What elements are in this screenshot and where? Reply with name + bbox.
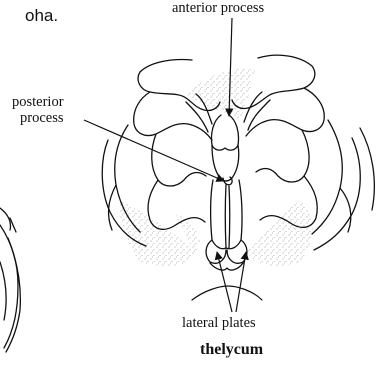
lateral-arrow-left xyxy=(217,252,232,312)
posterior-label-line1: posterior xyxy=(12,95,64,111)
leader-lines xyxy=(84,18,246,312)
figure-title: thelycum xyxy=(200,341,263,359)
fragment-text: oha. xyxy=(25,7,58,26)
posterior-label-line2: process xyxy=(12,111,64,127)
partial-figure-left xyxy=(0,208,20,352)
posterior-process-label: posterior process xyxy=(12,95,64,127)
central-structure xyxy=(206,115,247,270)
anterior-process-label: anterior process xyxy=(172,1,264,17)
stipple-shading xyxy=(120,69,314,266)
lateral-arrow-right xyxy=(236,252,246,312)
lateral-plates-label: lateral plates xyxy=(182,316,256,332)
